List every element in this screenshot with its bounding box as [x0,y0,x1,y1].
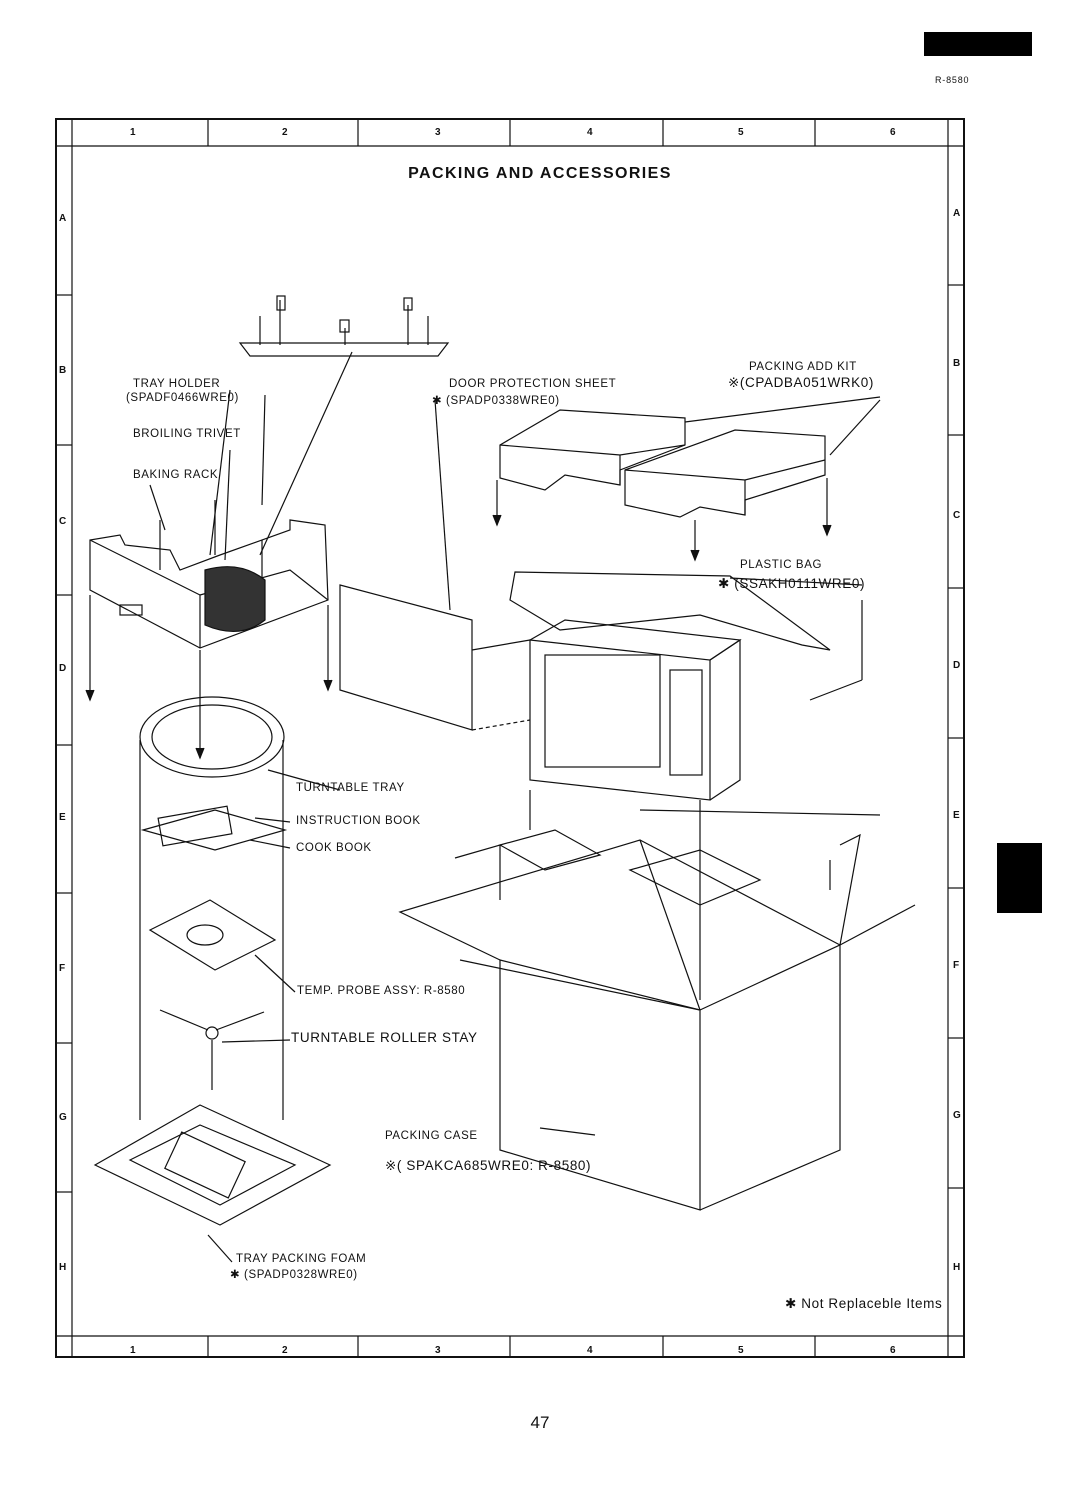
packing-add-kit-part-number: ※(CPADBA051WRK0) [728,375,874,390]
grid-column-label: 1 [130,1345,136,1356]
packing-case-part-number: ※( SPAKCA685WRE0: R-8580) [385,1158,592,1173]
side-black-tab [997,843,1042,913]
grid-row-label: B [59,365,67,376]
tray-holder-part-number: (SPADF0466WRE0) [126,392,239,404]
grid-row-label: D [59,663,67,674]
turntable-tray-label: TURNTABLE TRAY [296,782,405,794]
grid-row-label: E [59,812,66,823]
grid-column-label: 3 [435,127,441,138]
header-black-tab [924,32,1032,56]
grid-row-label: E [953,810,960,821]
grid-column-label: 2 [282,1345,288,1356]
plastic-bag-label: PLASTIC BAG [740,559,823,571]
grid-column-label: 1 [130,127,136,138]
grid-row-label: G [953,1110,961,1121]
grid-row-label: H [59,1262,67,1273]
grid-row-label: H [953,1262,961,1273]
grid-column-label: 5 [738,127,744,138]
door-protection-part-number: ✱ (SPADP0338WRE0) [432,395,560,407]
tray-packing-foam-part-number: ✱ (SPADP0328WRE0) [230,1269,358,1281]
cook-book-label: COOK BOOK [296,842,372,854]
tray-holder-label: TRAY HOLDER [133,378,221,390]
grid-row-label: A [953,208,961,219]
drawing-frame [55,118,965,1358]
turntable-roller-stay-label: TURNTABLE ROLLER STAY [291,1030,478,1045]
tray-packing-foam-label: TRAY PACKING FOAM [236,1253,367,1265]
broiling-trivet-label: BROILING TRIVET [133,428,241,440]
door-protection-sheet-label: DOOR PROTECTION SHEET [449,378,617,390]
baking-rack-label: BAKING RACK [133,469,219,481]
page-title: PACKING AND ACCESSORIES [408,165,672,182]
grid-row-label: F [59,963,66,974]
grid-column-label: 4 [587,127,593,138]
plastic-bag-part-number: ✱ (SSAKH0111WRE0) [718,576,866,591]
packing-case-label: PACKING CASE [385,1130,478,1142]
grid-column-label: 3 [435,1345,441,1356]
temp-probe-label: TEMP. PROBE ASSY: R-8580 [297,985,466,997]
grid-row-label: C [953,510,961,521]
grid-row-label: F [953,960,960,971]
grid-row-label: D [953,660,961,671]
grid-column-label: 4 [587,1345,593,1356]
grid-row-label: G [59,1112,67,1123]
not-replaceable-note: ✱ Not Replaceble Items [785,1296,943,1311]
grid-column-label: 2 [282,127,288,138]
packing-add-kit-label: PACKING ADD KIT [749,361,857,373]
grid-column-label: 5 [738,1345,744,1356]
instruction-book-label: INSTRUCTION BOOK [296,815,421,827]
page-number: 47 [530,1413,550,1432]
grid-column-label: 6 [890,127,896,138]
model-number: R-8580 [935,75,970,85]
grid-row-label: A [59,213,67,224]
grid-column-label: 6 [890,1345,896,1356]
grid-row-label: C [59,516,67,527]
grid-row-label: B [953,358,961,369]
